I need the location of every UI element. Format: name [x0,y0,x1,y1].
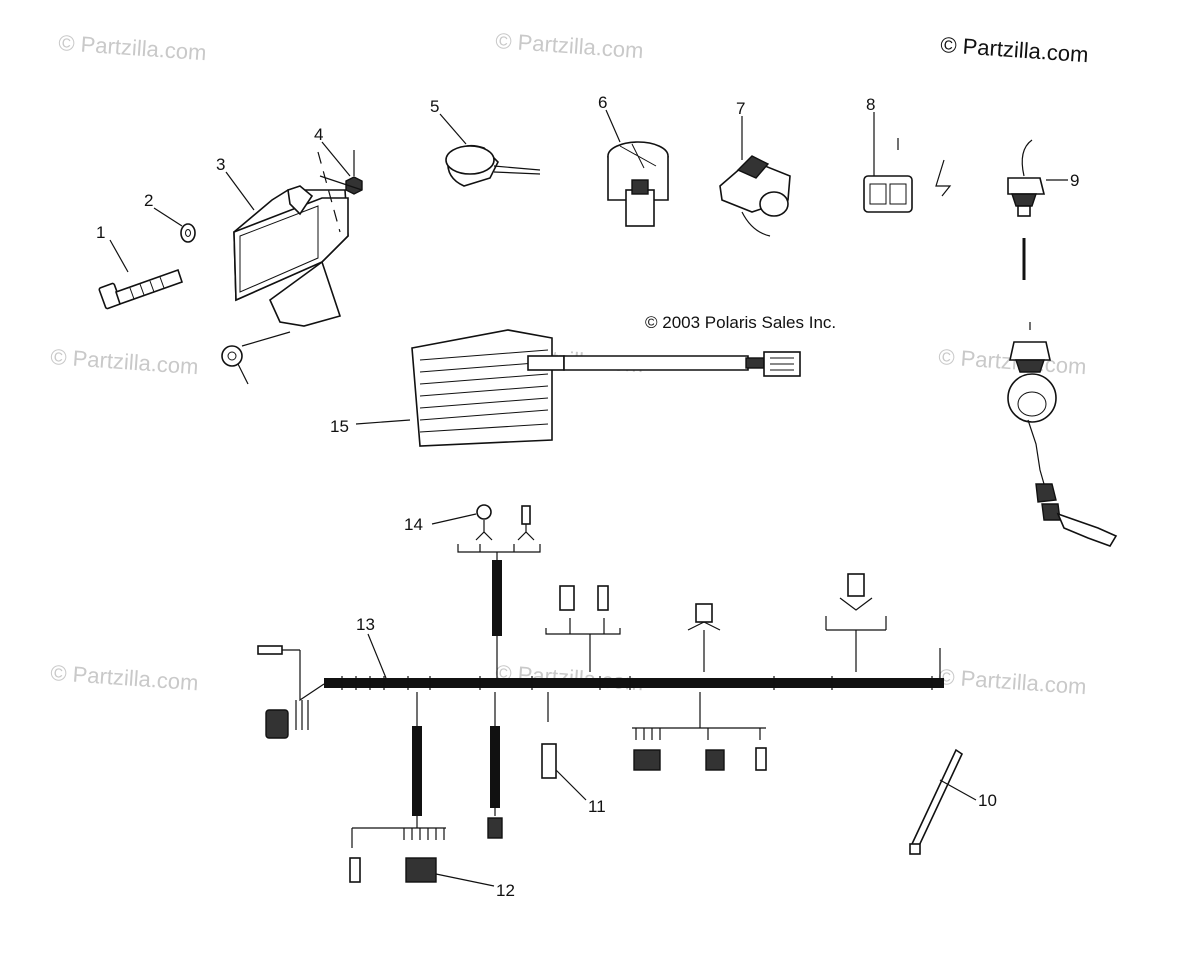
callout-2: 2 [144,191,153,210]
leader-6 [605,109,621,143]
leader-4 [321,141,351,177]
callout-9: 9 [1070,171,1079,190]
callout-14: 14 [404,515,423,534]
watermark: © Partzilla.com [50,660,200,695]
wiring-harness-part [257,504,944,883]
watermark: © Partzilla.com [495,660,645,695]
throttle-switch-part [719,155,791,237]
callout-3: 3 [216,155,225,174]
washer-part [180,223,196,243]
relay-part [863,138,952,213]
module-box-part [233,185,349,327]
callout-15: 15 [330,417,349,436]
bolt-part [98,268,184,310]
callout-7: 7 [736,99,745,118]
watermark: © Partzilla.com [495,28,645,63]
callout-5: 5 [430,97,439,116]
watermark: © Partzilla.com [50,344,200,379]
leader-15 [355,419,411,425]
callout-4: 4 [314,125,323,144]
nut-part [317,150,363,233]
leader-3 [225,171,255,211]
leader-1 [109,239,129,273]
watermark: © Partzilla.com [938,664,1088,699]
leader-2 [153,207,183,227]
callout-1: 1 [96,223,105,242]
callout-6: 6 [598,93,607,112]
leader-12 [435,873,495,887]
watermark-main: © Partzilla.com [940,32,1090,67]
copyright-text: © 2003 Polaris Sales Inc. [645,313,836,332]
leader-14 [431,513,477,525]
sensor-part [445,144,541,187]
cable-tie-part [909,748,964,855]
callout-12: 12 [496,881,515,900]
watermark: © Partzilla.com [58,30,208,65]
leader-11 [555,769,587,801]
solenoid-part [607,141,669,227]
callout-13: 13 [356,615,375,634]
ring-terminal-part [221,331,291,385]
leader-10 [939,779,977,801]
callout-8: 8 [866,95,875,114]
regulator-part [411,329,801,447]
key-switch-part [1007,139,1118,547]
leader-5 [439,113,467,145]
callout-10: 10 [978,791,997,810]
callout-11: 11 [588,797,606,816]
leader-13 [367,633,387,679]
